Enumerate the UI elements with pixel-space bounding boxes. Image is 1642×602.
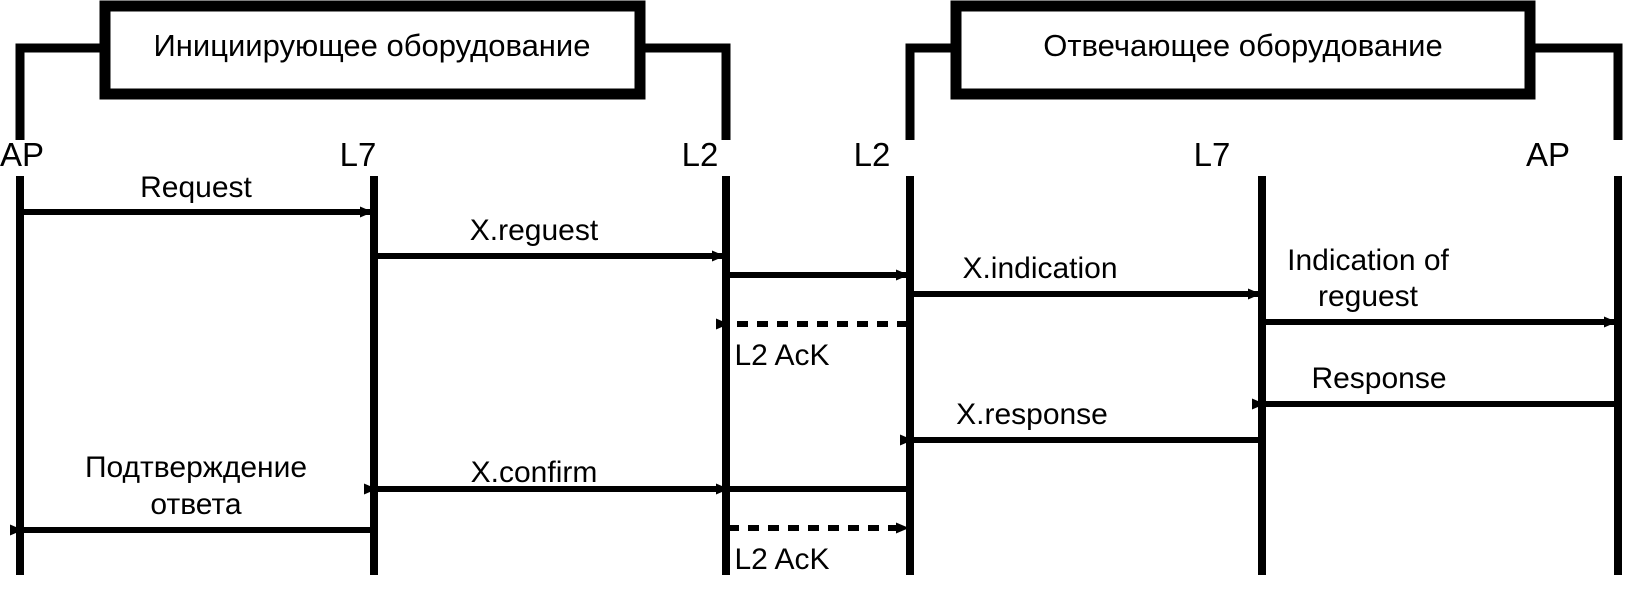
message-x-indication-label: X.indication — [962, 252, 1117, 285]
message-x-response: X.response — [900, 398, 1262, 446]
message-l2-ack-bottom-label: L2 AcK — [734, 543, 829, 576]
message-l2-ack-bottom: L2 AcK — [728, 522, 909, 576]
message-x-request-label: X.reguest — [470, 214, 599, 247]
message-x-response-label: X.response — [956, 398, 1108, 431]
message-l2-ack-top-label: L2 AcK — [734, 339, 829, 372]
connector-responding-to-l2 — [905, 43, 956, 140]
lifeline-label-right-l2: L2 — [854, 136, 891, 173]
lifeline-label-left-l2: L2 — [682, 136, 719, 173]
responding-equipment-label: Отвечающее оборудование — [1043, 28, 1443, 63]
message-l2-ack-top: L2 AcK — [716, 318, 908, 372]
connector-initiating-to-l2 — [640, 43, 731, 140]
message-confirmation-label-line2: ответа — [150, 488, 241, 521]
message-indication-of-request: Indication of reguest — [1262, 244, 1617, 328]
responding-equipment-box: Отвечающее оборудование — [950, 0, 1536, 100]
message-confirmation: Подтверждение ответа — [9, 451, 374, 536]
message-x-confirm-label: X.confirm — [471, 456, 598, 489]
message-request: Request — [20, 171, 373, 218]
message-response-label: Response — [1311, 362, 1446, 395]
message-indication-of-request-label-line1: Indication of — [1287, 244, 1449, 277]
initiating-equipment-label: Инициирующее оборудование — [154, 28, 591, 63]
message-indication-of-request-label-line2: reguest — [1318, 280, 1419, 313]
message-x-confirm: X.confirm — [364, 456, 726, 495]
lifeline-label-left-ap: AP — [0, 136, 44, 173]
lifeline-label-left-l7: L7 — [340, 136, 377, 173]
connector-responding-to-ap — [1530, 43, 1623, 140]
connector-initiating-to-ap — [15, 43, 105, 140]
message-x-indication: X.indication — [910, 252, 1261, 300]
lifeline-label-right-ap: AP — [1526, 136, 1570, 173]
message-x-request: X.reguest — [374, 214, 725, 262]
lifeline-label-right-l7: L7 — [1194, 136, 1231, 173]
initiating-equipment-box: Инициирующее оборудование — [99, 0, 646, 100]
responding-equipment-rect — [950, 0, 1536, 100]
message-response: Response — [1252, 362, 1618, 410]
message-confirmation-label-line1: Подтверждение — [85, 451, 307, 484]
message-request-label: Request — [140, 171, 252, 204]
